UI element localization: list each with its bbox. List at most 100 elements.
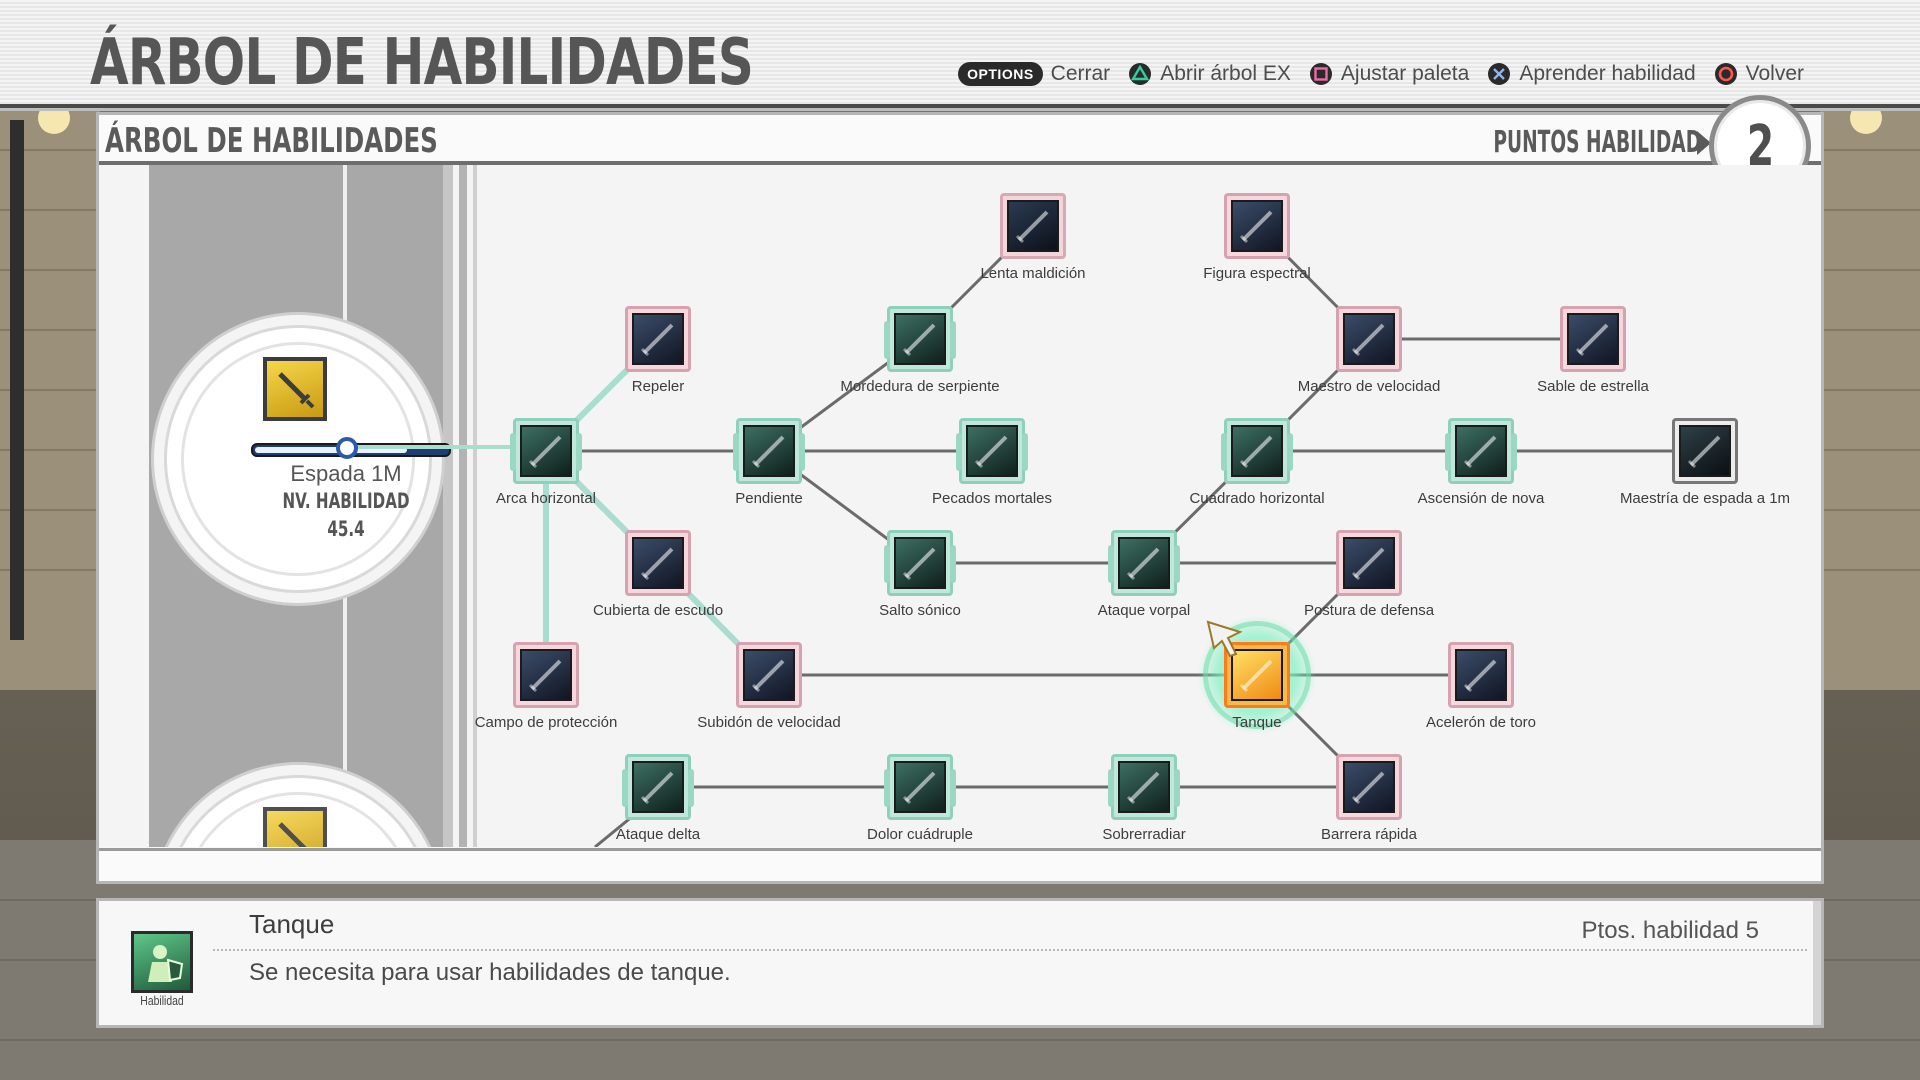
- skill-node[interactable]: Dolor cuádruple: [867, 754, 973, 843]
- skill-node[interactable]: Subidón de velocidad: [697, 642, 841, 731]
- skill-node-label: Cubierta de escudo: [592, 602, 724, 619]
- weapon-level-value: 45.4: [327, 517, 365, 541]
- selected-skill-cost: Ptos. habilidad 5: [1581, 917, 1759, 944]
- bull-rush-icon: [1455, 649, 1507, 701]
- skill-node[interactable]: Repeler: [625, 306, 691, 395]
- vorpal-strike-icon: [1118, 537, 1170, 589]
- circle-icon: [1714, 63, 1737, 85]
- button-prompts: OPTIONS Cerrar Abrir árbol EX Ajustar pa…: [948, 62, 1804, 86]
- sonic-leap-icon: [894, 537, 946, 589]
- skill-node[interactable]: Cuadrado horizontal: [1189, 418, 1325, 507]
- spectral-icon: [1231, 200, 1283, 252]
- skill-node[interactable]: Ataque vorpal: [1098, 530, 1190, 619]
- speed-master-icon: [1343, 313, 1395, 365]
- weapon-level-label: NV. HABILIDAD: [282, 489, 410, 513]
- skill-node-label: Dolor cuádruple: [867, 826, 973, 843]
- back-control[interactable]: Volver: [1714, 62, 1804, 86]
- horizontal-square-icon: [1231, 425, 1283, 477]
- panel-header: ÁRBOL DE HABILIDADES PUNTOS HABILIDAD: [99, 115, 1821, 165]
- skill-node-label: Subidón de velocidad: [697, 714, 841, 731]
- learn-skill-control[interactable]: Aprender habilidad: [1487, 62, 1696, 86]
- screen-title: ÁRBOL DE HABILIDADES: [90, 26, 754, 100]
- adjust-palette-label: Ajustar paleta: [1340, 62, 1470, 85]
- skill-node[interactable]: Pendiente: [733, 418, 805, 507]
- skill-node-label: Repeler: [631, 378, 685, 395]
- skill-node[interactable]: Arca horizontal: [496, 418, 596, 507]
- skill-node-label: Ataque delta: [615, 826, 701, 843]
- skill-node-label: Sable de estrella: [1537, 378, 1649, 395]
- repel-shield-icon: [632, 313, 684, 365]
- skill-node[interactable]: Lenta maldición: [980, 193, 1086, 282]
- delta-attack-icon: [632, 761, 684, 813]
- mortal-sins-icon: [966, 425, 1018, 477]
- arrow-right-icon: [1697, 131, 1711, 155]
- skill-node[interactable]: Pecados mortales: [932, 418, 1052, 507]
- skill-node[interactable]: Cubierta de escudo: [593, 530, 723, 619]
- skill-node[interactable]: Sable de estrella: [1537, 306, 1649, 395]
- skill-node[interactable]: Ascensión de nova: [1418, 418, 1544, 507]
- close-label: Cerrar: [1050, 62, 1111, 85]
- skill-node-label: Tanque: [1232, 714, 1282, 731]
- skill-node-label: Cuadrado horizontal: [1189, 490, 1325, 507]
- horizontal-arc-icon: [520, 425, 572, 477]
- skill-node-label: Maestría de espada a 1m: [1619, 490, 1791, 507]
- skill-tree-panel: ÁRBOL DE HABILIDADES PUNTOS HABILIDAD 2: [96, 95, 1824, 884]
- one-handed-sword-icon[interactable]: [263, 357, 327, 421]
- skill-node[interactable]: Acelerón de toro: [1426, 642, 1536, 731]
- options-button-icon: OPTIONS: [958, 62, 1043, 86]
- skill-node[interactable]: Barrera rápida: [1321, 754, 1417, 843]
- speed-boost-icon: [743, 649, 795, 701]
- learn-skill-label: Aprender habilidad: [1519, 62, 1696, 85]
- tank-icon: [131, 931, 193, 993]
- skill-node-label: Arca horizontal: [495, 490, 597, 507]
- quick-barrier-icon: [1343, 761, 1395, 813]
- skill-info-panel: Habilidad Tanque Ptos. habilidad 5 Se ne…: [96, 898, 1824, 1028]
- skill-node-label: Postura de defensa: [1303, 602, 1435, 619]
- open-ex-tree-control[interactable]: Abrir árbol EX: [1128, 62, 1291, 86]
- skill-node-label: Ascensión de nova: [1417, 490, 1545, 507]
- skill-node-label: Lenta maldición: [980, 265, 1086, 282]
- panel-title: ÁRBOL DE HABILIDADES: [105, 121, 438, 161]
- skill-points-label: PUNTOS HABILIDAD: [1493, 125, 1701, 160]
- skill-tree-area: Espada 1M NV. HABILIDAD 45.4 Lenta maldi…: [99, 165, 1821, 847]
- skill-node[interactable]: Figura espectral: [1203, 193, 1311, 282]
- next-weapon-icon[interactable]: [263, 807, 327, 847]
- adjust-palette-control[interactable]: Ajustar paleta: [1309, 62, 1469, 86]
- skill-node[interactable]: Mordedura de serpiente: [840, 306, 1000, 395]
- skill-node[interactable]: Campo de protección: [475, 642, 617, 731]
- serpent-bite-icon: [894, 313, 946, 365]
- skill-node[interactable]: Ataque delta: [616, 754, 700, 843]
- skill-node-label: Ataque vorpal: [1097, 602, 1191, 619]
- skill-node-label: Pendiente: [735, 490, 803, 507]
- curse-icon: [1007, 200, 1059, 252]
- skill-node-label: Pecados mortales: [931, 490, 1053, 507]
- skill-node-label: Acelerón de toro: [1425, 714, 1537, 731]
- top-header-bar: ÁRBOL DE HABILIDADES OPTIONS Cerrar Abri…: [0, 0, 1920, 108]
- info-divider: [213, 949, 1807, 951]
- slope-icon: [743, 425, 795, 477]
- protection-field-icon: [520, 649, 572, 701]
- selection-ring: [1203, 621, 1311, 729]
- pointer-cursor-icon: [1206, 620, 1243, 658]
- shield-cover-icon: [632, 537, 684, 589]
- sword-mastery-icon: [1679, 425, 1731, 477]
- quad-pain-icon: [894, 761, 946, 813]
- close-control[interactable]: OPTIONS Cerrar: [958, 62, 1110, 86]
- skill-node[interactable]: Postura de defensa: [1304, 530, 1434, 619]
- skill-node[interactable]: Maestro de velocidad: [1298, 306, 1440, 395]
- weapon-link-knob: [336, 437, 358, 459]
- skill-node-label: Figura espectral: [1203, 265, 1311, 282]
- weapon-name: Espada 1M: [290, 461, 402, 486]
- skill-node[interactable]: Salto sónico: [879, 530, 961, 619]
- skill-node-label: Maestro de velocidad: [1297, 378, 1441, 395]
- open-ex-tree-label: Abrir árbol EX: [1160, 62, 1291, 85]
- selected-skill-name: Tanque: [249, 909, 335, 939]
- skill-node-label: Campo de protección: [474, 714, 618, 731]
- defense-stance-icon: [1343, 537, 1395, 589]
- triangle-icon: [1129, 63, 1152, 85]
- skill-node[interactable]: Maestría de espada a 1m: [1620, 418, 1790, 507]
- skill-node-label: Salto sónico: [879, 602, 961, 619]
- cross-icon: [1488, 63, 1511, 85]
- skill-node[interactable]: Sobrerradiar: [1102, 754, 1186, 843]
- back-label: Volver: [1745, 62, 1804, 85]
